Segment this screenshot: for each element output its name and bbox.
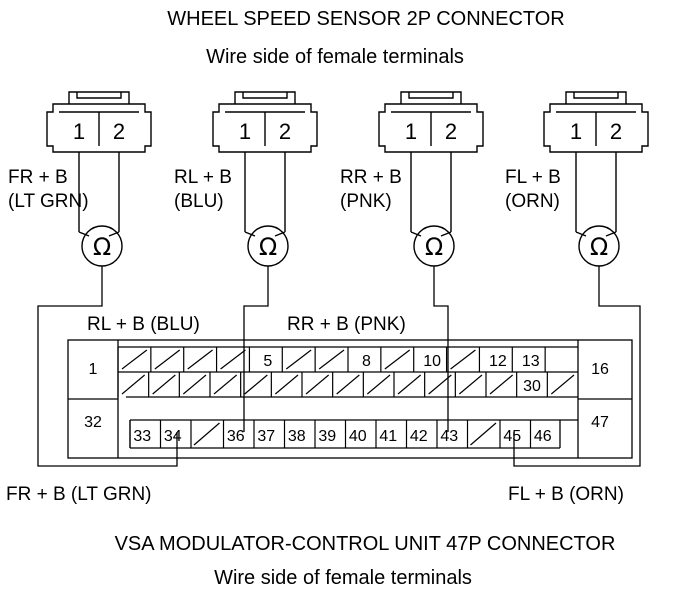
connector-latch xyxy=(234,91,296,104)
wire-label-fl: FL + B (ORN) xyxy=(508,484,624,505)
pin-1-label: 1 xyxy=(570,119,582,144)
sensor-fr: 1 2 FR + B (LT GRN)Ω xyxy=(8,91,152,267)
sensor-label: FL + B xyxy=(505,167,561,188)
connector-body xyxy=(212,103,318,153)
empty-cavity xyxy=(366,374,391,395)
empty-cavity xyxy=(193,422,220,446)
pin-label: 10 xyxy=(423,353,441,370)
empty-cavity xyxy=(470,422,497,446)
pin-label: 43 xyxy=(440,428,458,445)
pin-label: 30 xyxy=(523,378,541,395)
empty-cavity xyxy=(285,349,312,370)
pin-1-label: 1 xyxy=(73,119,85,144)
empty-cavity xyxy=(182,374,207,395)
empty-cavity xyxy=(154,349,181,370)
wire-rr xyxy=(433,266,449,432)
pin-2-label: 2 xyxy=(279,119,291,144)
header-subtitle: Wire side of female terminals xyxy=(206,46,464,68)
empty-cavity xyxy=(428,374,452,395)
wire-label-rr: RR + B (PNK) xyxy=(287,314,406,335)
empty-cavity xyxy=(152,374,176,395)
empty-cavity xyxy=(336,374,360,395)
sensor-color: (LT GRN) xyxy=(8,191,89,212)
connector-latch xyxy=(68,91,130,104)
ohm-symbol: Ω xyxy=(259,233,277,261)
pin-label: 13 xyxy=(522,353,540,370)
pin-label: 36 xyxy=(227,428,245,445)
corner-pin-16: 16 xyxy=(591,361,609,378)
pin-label: 40 xyxy=(349,428,367,445)
pin-label: 41 xyxy=(379,428,397,445)
wire-label-rl: RL + B (BLU) xyxy=(87,314,200,335)
sensor-color: (ORN) xyxy=(505,191,560,212)
empty-cavity xyxy=(213,374,238,395)
sensor-label: FR + B xyxy=(8,167,68,188)
wire-rl xyxy=(243,266,269,432)
empty-cavity xyxy=(550,374,575,395)
empty-cavity xyxy=(397,374,422,395)
connector-latch xyxy=(400,91,462,104)
pin-2-label: 2 xyxy=(445,119,457,144)
pin-1-label: 1 xyxy=(405,119,417,144)
sensor-rr: 1 2 RR + B (PNK) Ω xyxy=(340,91,484,267)
wire-fl xyxy=(513,266,641,467)
footer-title: VSA MODULATOR-CONTROL UNIT 47P CONNECTOR xyxy=(115,533,616,555)
corner-pin-32: 32 xyxy=(84,414,102,431)
pin-label: 38 xyxy=(288,428,306,445)
pin-label: 12 xyxy=(489,353,507,370)
pin-label: 5 xyxy=(263,353,272,370)
sensor-color: (PNK) xyxy=(340,191,392,212)
pin-2-label: 2 xyxy=(113,119,125,144)
pin-label: 34 xyxy=(164,428,182,445)
wire-label-fr: FR + B (LT GRN) xyxy=(6,484,152,505)
pin-label: 8 xyxy=(362,353,371,370)
empty-cavity xyxy=(244,374,268,395)
empty-cavity xyxy=(187,349,213,370)
wire-fr xyxy=(37,266,178,467)
pin-label: 39 xyxy=(318,428,336,445)
ohm-symbol: Ω xyxy=(93,233,111,261)
pin-label: 46 xyxy=(534,428,552,445)
sensor-label: RL + B xyxy=(174,167,232,188)
empty-cavity xyxy=(121,349,148,370)
empty-cavity xyxy=(458,374,483,395)
footer-subtitle: Wire side of female terminals xyxy=(214,567,472,589)
empty-cavity xyxy=(384,349,411,370)
sensor-fl: 1 2 FL + B (ORN) Ω xyxy=(505,91,649,267)
pin-label: 42 xyxy=(410,428,428,445)
pin-label: 33 xyxy=(133,428,151,445)
connector-47p-cells: 1 16 32 47 5 8 10 12 13 30 33 34 36 37 38 39 40 41 42 43 45 4… xyxy=(84,347,609,448)
sensor-label: RR + B xyxy=(340,167,402,188)
ohm-symbol: Ω xyxy=(425,233,443,261)
connector-latch xyxy=(565,91,627,104)
connector-body xyxy=(543,103,649,153)
pin-label: 45 xyxy=(503,428,521,445)
ohm-symbol: Ω xyxy=(590,233,608,261)
pin-label: 37 xyxy=(257,428,275,445)
corner-pin-1: 1 xyxy=(89,361,98,378)
empty-cavity xyxy=(450,349,476,370)
pin-2-label: 2 xyxy=(610,119,622,144)
pin-1-label: 1 xyxy=(239,119,251,144)
empty-cavity xyxy=(220,349,246,370)
corner-pin-47: 47 xyxy=(591,414,609,431)
sensor-color: (BLU) xyxy=(174,191,224,212)
empty-cavity xyxy=(489,374,514,395)
header-title: WHEEL SPEED SENSOR 2P CONNECTOR xyxy=(167,8,565,30)
empty-cavity xyxy=(305,374,330,395)
empty-cavity xyxy=(318,349,345,370)
empty-cavity xyxy=(274,374,299,395)
sensor-rl: 1 2 RL + B (BLU) Ω xyxy=(174,91,318,267)
empty-cavity xyxy=(121,374,146,395)
connector-body xyxy=(46,103,152,153)
connector-body xyxy=(378,103,484,153)
